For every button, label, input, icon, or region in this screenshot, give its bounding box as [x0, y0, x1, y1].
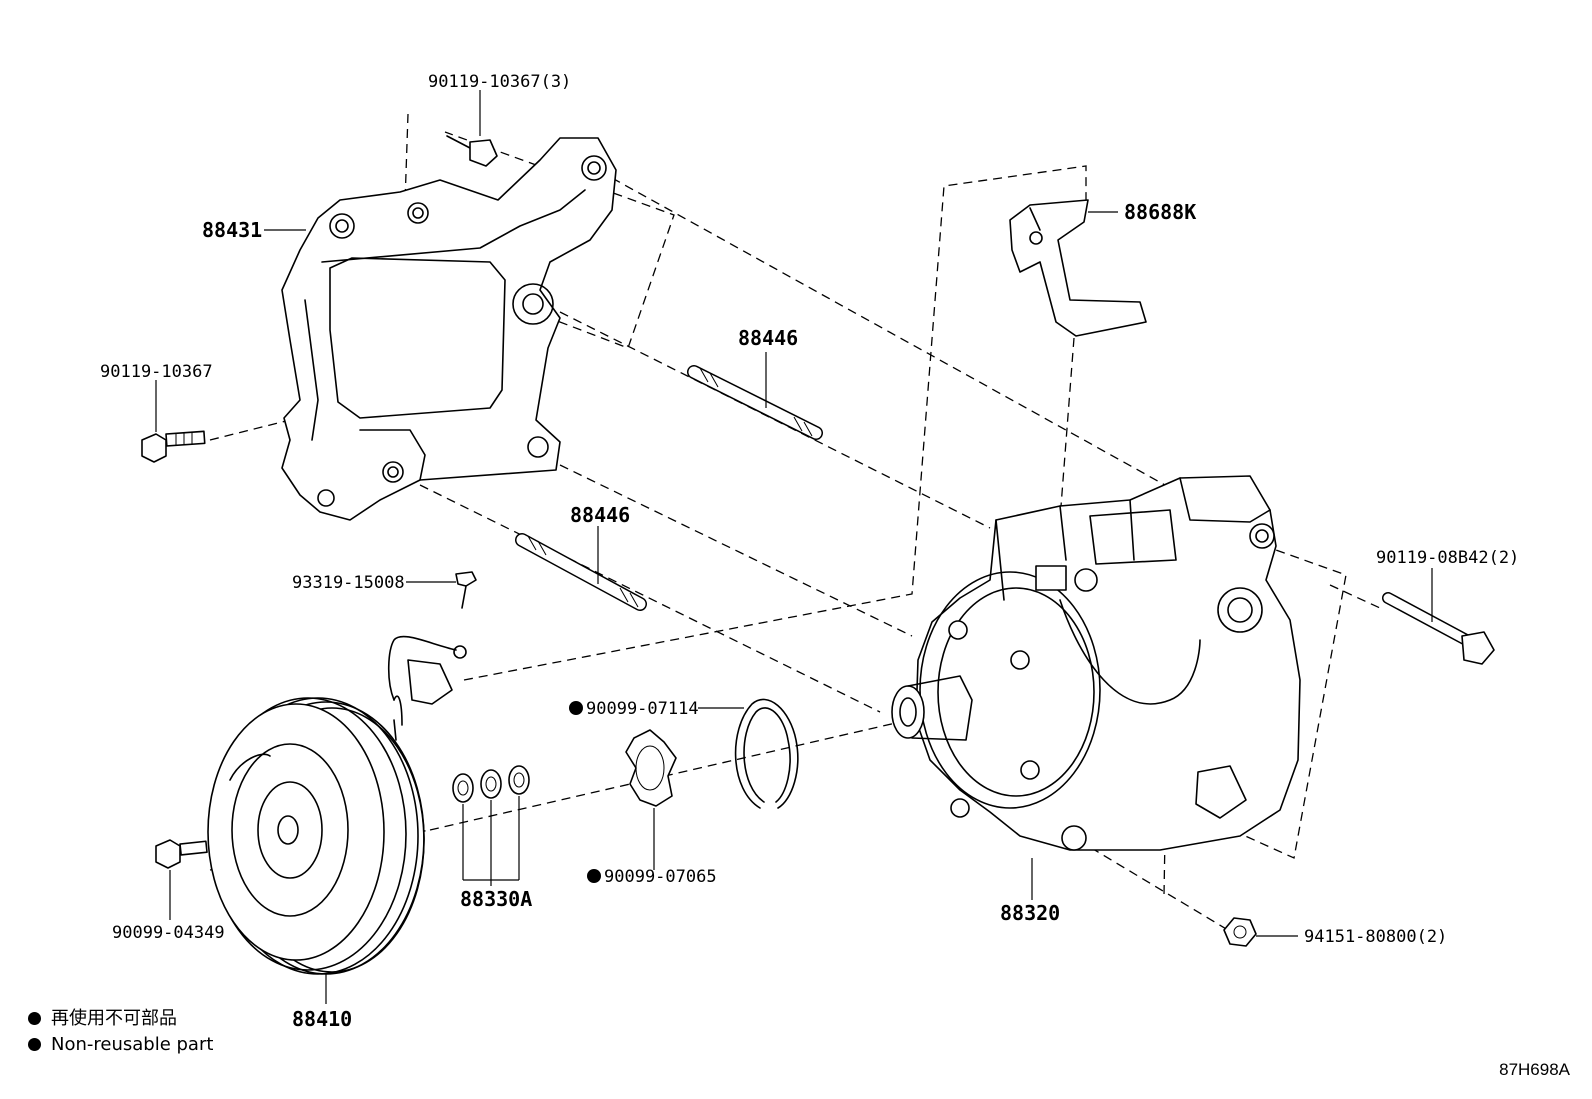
legend-bullet-icon	[28, 1038, 41, 1051]
legend: 再使用不可部品 Non-reusable part	[28, 1006, 213, 1058]
bolt-90119-08B42-2	[1382, 592, 1495, 665]
non-reusable-marker-90099-07114	[569, 701, 583, 715]
lock-plate-90099-07065	[625, 729, 677, 807]
stud-88446-upper	[687, 365, 823, 440]
label-88688K: 88688K	[1124, 200, 1196, 224]
screw-93319-15008	[455, 571, 477, 609]
legend-row-jp: 再使用不可部品	[28, 1006, 213, 1032]
shims-88330A	[452, 765, 530, 803]
sensor-bracket-88688K	[1009, 199, 1147, 337]
bolt-90119-10367-3	[446, 135, 498, 167]
compressor-88320	[891, 475, 1301, 851]
clutch-wire-harness	[387, 635, 467, 741]
magnetic-clutch-pulley-88410	[207, 697, 425, 975]
label-93319-15008: 93319-15008	[292, 573, 405, 593]
non-reusable-marker-90099-07065	[587, 869, 601, 883]
figure-code: 87H698A	[1499, 1060, 1570, 1079]
label-90119-10367-3: 90119-10367(3)	[428, 72, 571, 92]
stud-88446-lower	[515, 533, 647, 611]
label-88446-lower: 88446	[570, 503, 630, 527]
nut-94151-80800-2	[1223, 917, 1257, 947]
bolt-90099-04349	[155, 839, 208, 869]
label-88330A: 88330A	[460, 887, 532, 911]
legend-row-en: Non-reusable part	[28, 1032, 213, 1058]
snap-ring-90099-07114	[734, 698, 799, 809]
label-90119-10367: 90119-10367	[100, 362, 213, 382]
label-90099-07114: 90099-07114	[586, 699, 699, 719]
label-88431: 88431	[202, 218, 262, 242]
bolt-90119-10367	[141, 430, 206, 463]
label-88446-upper: 88446	[738, 326, 798, 350]
label-90119-08B42-2: 90119-08B42(2)	[1376, 548, 1519, 568]
legend-bullet-icon	[28, 1012, 41, 1025]
label-90099-04349: 90099-04349	[112, 923, 225, 943]
leader-lines	[155, 90, 1433, 1004]
label-90099-07065: 90099-07065	[604, 867, 717, 887]
compressor-bracket-88431	[281, 137, 617, 521]
label-88410: 88410	[292, 1007, 352, 1031]
label-88320: 88320	[1000, 901, 1060, 925]
legend-text-jp: 再使用不可部品	[51, 1008, 177, 1029]
legend-text-en: Non-reusable part	[51, 1034, 214, 1055]
label-94151-80800-2: 94151-80800(2)	[1304, 927, 1447, 947]
